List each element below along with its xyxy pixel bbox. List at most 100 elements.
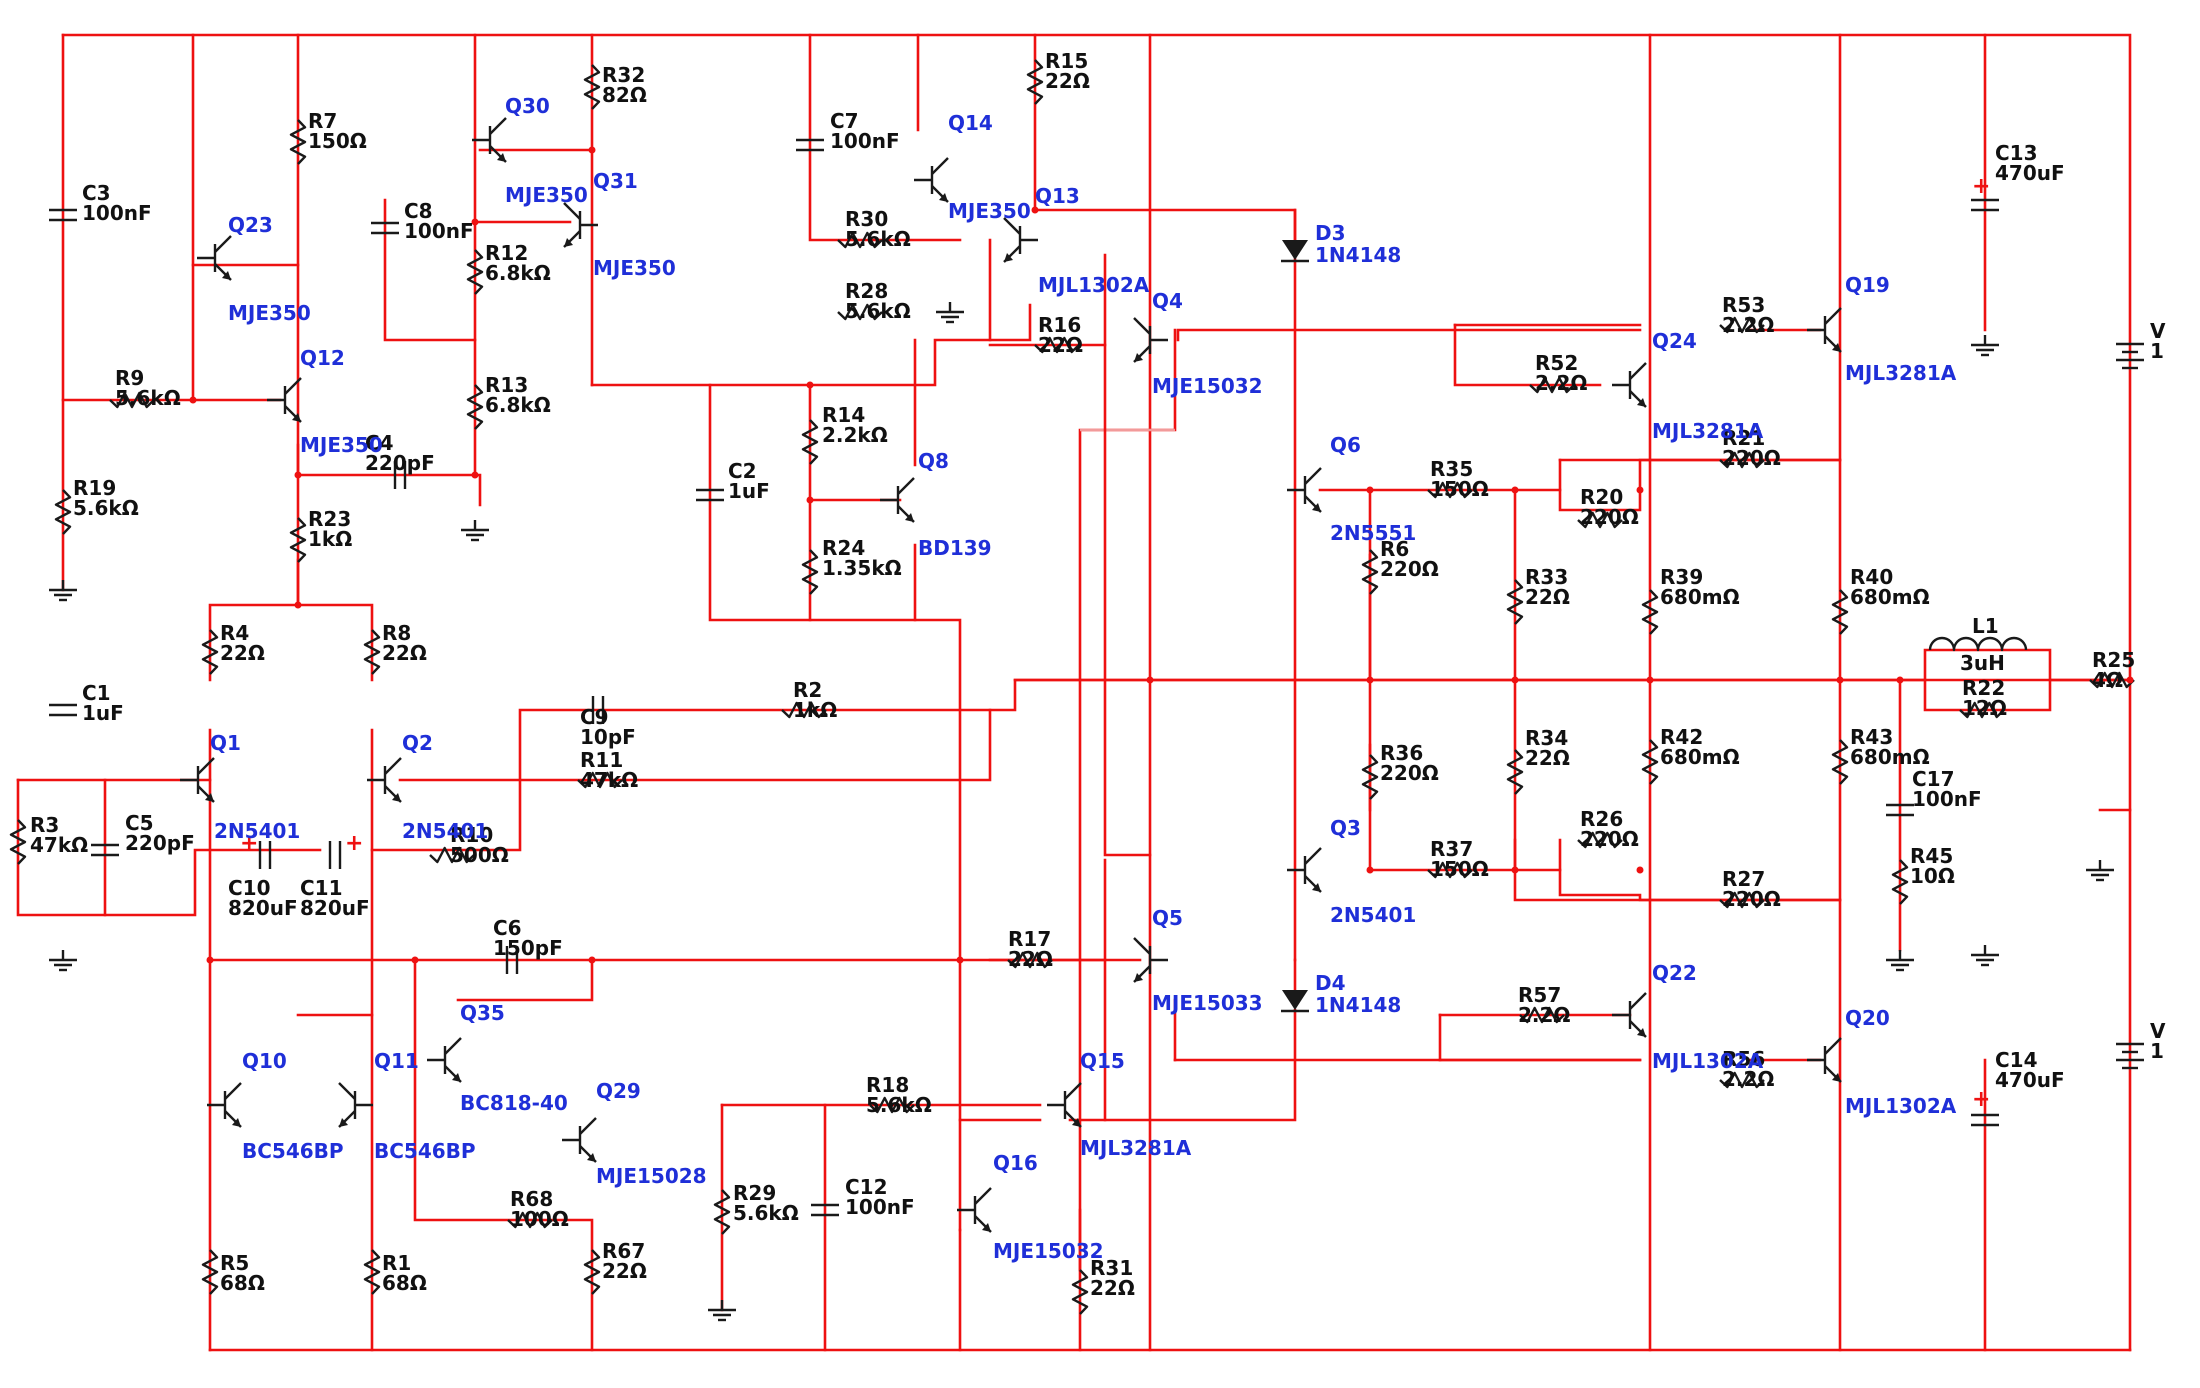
junction-dot — [1031, 206, 1039, 214]
junction-dot — [189, 396, 197, 404]
resistor-ref: R30 — [845, 207, 888, 231]
wire — [208, 558, 300, 682]
capacitor-ref: C3 — [82, 181, 111, 205]
capacitor-c13: + — [1971, 174, 1999, 212]
transistor-ref: Q22 — [1652, 961, 1697, 985]
inductor-ref: L1 — [1972, 614, 1999, 638]
resistor-r39 — [1641, 589, 1659, 635]
resistor-value: 680mΩ — [1660, 745, 1740, 769]
capacitor-c1 — [49, 703, 77, 717]
resistor-value: 22Ω — [1008, 947, 1053, 971]
source-ref: V — [2150, 1019, 2166, 1043]
transistor-q3 — [1287, 847, 1322, 893]
diode-d3 — [1281, 240, 1309, 263]
transistor-ref: Q2 — [402, 731, 433, 755]
resistor-value: 22Ω — [1090, 1276, 1135, 1300]
inductor-l1 — [1928, 636, 2028, 652]
resistor-r43 — [1831, 739, 1849, 785]
resistor-ref: R15 — [1045, 49, 1088, 73]
resistor-ref: R35 — [1430, 457, 1473, 481]
transistor-q2 — [367, 757, 402, 803]
capacitor-c6 — [505, 946, 519, 974]
resistor-r56 — [1719, 1071, 1765, 1089]
resistor-ref: R28 — [845, 279, 888, 303]
wire — [296, 443, 482, 507]
transistor-q8 — [880, 477, 915, 523]
resistor-r27 — [1719, 891, 1765, 909]
junction-dot — [1636, 866, 1644, 874]
junction-dot — [1511, 486, 1519, 494]
resistor-ref: R19 — [73, 476, 116, 500]
transistor-part: MJE350 — [228, 301, 311, 325]
resistor-value: 220Ω — [1722, 887, 1781, 911]
transistor-ref: Q11 — [374, 1049, 419, 1073]
resistor-value: 5.6kΩ — [733, 1201, 799, 1225]
capacitor-ref: C12 — [845, 1175, 888, 1199]
resistor-value: 1.35kΩ — [822, 556, 902, 580]
wire — [808, 33, 962, 242]
resistor-r36 — [1361, 754, 1379, 800]
capacitor-c14: + — [1971, 1087, 1999, 1127]
output-node — [1013, 648, 2132, 682]
junction-dot — [806, 496, 814, 504]
resistor-r2 — [781, 701, 827, 719]
junction-dot — [294, 601, 302, 609]
wire-layer — [16, 33, 2132, 1352]
source-ref: V — [2150, 319, 2166, 343]
resistor-ref: R9 — [115, 366, 144, 390]
junction-dot — [1511, 676, 1519, 684]
junction-dot — [1836, 676, 1844, 684]
resistor-r23 — [289, 517, 307, 563]
transistor-part: BC818-40 — [460, 1091, 568, 1115]
transistor-ref: Q1 — [210, 731, 241, 755]
transistor-part: BD139 — [918, 536, 992, 560]
wire — [590, 303, 1032, 387]
resistor-ref: R17 — [1008, 927, 1051, 951]
transistor-part: MJL1302A — [1845, 1094, 1957, 1118]
wire — [1923, 678, 2052, 712]
resistor-value: 10Ω — [1910, 864, 1955, 888]
transistor-q4 — [1133, 317, 1168, 363]
resistor-ref: R26 — [1580, 807, 1623, 831]
polarity-mark: + — [240, 831, 258, 856]
resistor-ref: R10 — [450, 823, 493, 847]
capacitor-c2 — [696, 488, 724, 502]
transistor-part: MJE15033 — [1152, 991, 1263, 1015]
resistor-r22 — [1959, 701, 2005, 719]
resistor-value: 1kΩ — [308, 527, 352, 551]
capacitor-value: 220pF — [125, 831, 195, 855]
junction-dot — [471, 471, 479, 479]
wire — [1068, 1008, 1297, 1122]
capacitor-ref: C17 — [1912, 767, 1955, 791]
wire — [1078, 328, 1177, 1272]
resistor-value: 150Ω — [1430, 857, 1489, 881]
resistor-value: 5.6kΩ — [845, 227, 911, 251]
resistor-value: 6.8kΩ — [485, 261, 551, 285]
resistor-value: 22Ω — [220, 641, 265, 665]
resistor-ref: R20 — [1580, 485, 1623, 509]
transistor-part: MJL3281A — [1845, 361, 1957, 385]
resistor-value: 500Ω — [450, 843, 509, 867]
resistor-r9 — [109, 391, 155, 409]
resistor-value: 82Ω — [602, 83, 647, 107]
wire — [1103, 253, 1152, 857]
battery-source — [2116, 342, 2144, 370]
resistor-value: 4Ω — [2092, 668, 2123, 692]
transistor-part: MJE350 — [948, 199, 1031, 223]
resistor-r45 — [1891, 859, 1909, 905]
resistor-r18 — [869, 1096, 915, 1114]
resistor-r67 — [583, 1249, 601, 1295]
transistor-part: 2N5401 — [1330, 903, 1416, 927]
resistor-r4 — [201, 629, 219, 675]
diode-ref: D3 — [1315, 221, 1346, 245]
resistor-value: 2.2Ω — [1722, 1067, 1774, 1091]
resistor-ref: R36 — [1380, 741, 1423, 765]
junction-dot — [206, 956, 214, 964]
wire — [1176, 328, 1642, 342]
resistor-ref: R31 — [1090, 1256, 1133, 1280]
transistor-ref: Q15 — [1080, 1049, 1125, 1073]
polarity-mark: + — [1972, 174, 1990, 199]
resistor-ref: R2 — [793, 678, 822, 702]
resistor-ref: R42 — [1660, 725, 1703, 749]
